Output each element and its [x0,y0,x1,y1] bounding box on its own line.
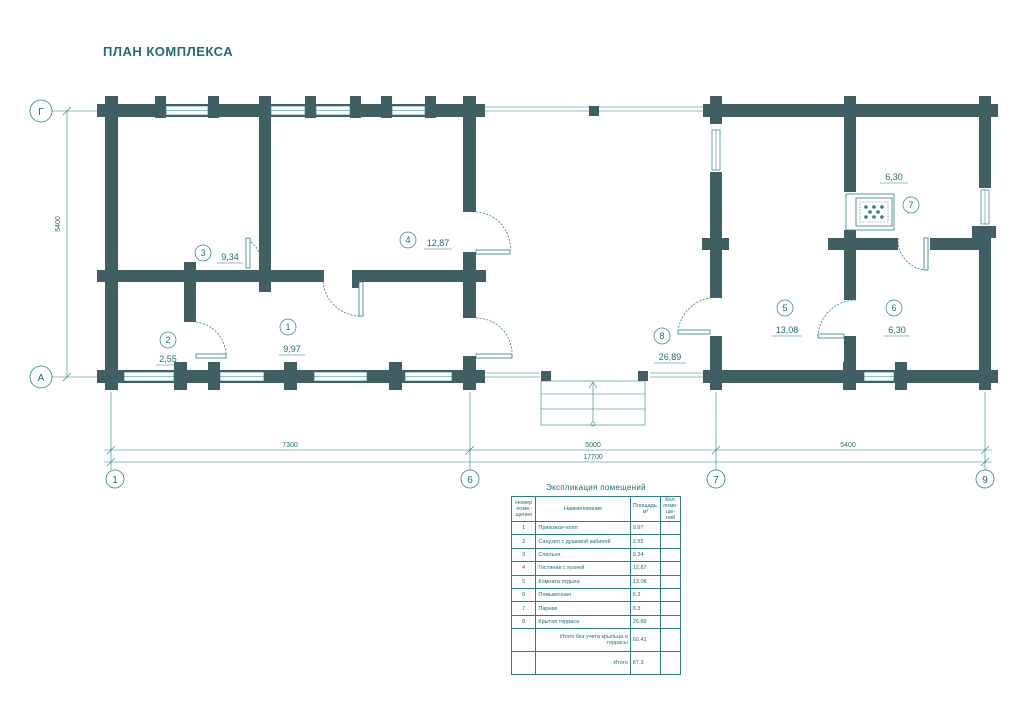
header-name: Наименование [535,496,631,522]
cell-qty [660,614,681,630]
cell-area: 9.34 [629,547,662,563]
table-total-row: Итого без учета крыльца и террасы 60.41 [510,628,681,653]
table-row: 7 Парная 6.3 [510,601,681,616]
header-qty: Кол. поме- ще- ний [660,496,681,522]
cell-qty [660,601,681,616]
axis-label-7: 7 [713,475,719,486]
room-number: 2 [165,335,170,345]
cell-area: 26.89 [629,614,662,630]
cell-area: 6.3 [629,601,662,616]
table-row: 6 Помывочная 6.3 [510,587,681,603]
cell-num: 1 [510,520,537,536]
room-number: 7 [908,200,913,210]
explication-table: Номер поме- щения Наименование Площадь, … [510,496,681,676]
cell-name: Гостиная с кухней [535,561,631,576]
cell-num: 8 [510,614,537,630]
window-glass-lines [124,110,986,377]
total-label: Итого [535,651,631,676]
cell-name: Парная [535,601,631,616]
cell-num: 5 [510,574,537,589]
axis-bubbles: Г А 1 6 7 9 [29,99,995,489]
total-without-terrace-value: 60.41 [629,628,662,653]
dim-seg3: 5400 [840,442,856,449]
room-number: 6 [891,303,896,313]
total-value: 87.3 [629,651,662,676]
room-number: 1 [285,322,290,332]
cell-num: 6 [510,587,537,603]
explication-title: Экспликация помещений [546,483,646,492]
cell-qty [660,547,681,563]
cell-area: 6.3 [629,587,662,603]
door-swings [195,211,929,357]
dim-seg2: 5000 [585,442,601,449]
room-number: 3 [200,248,205,258]
cell-num: 4 [510,561,537,576]
terrace-railing [478,106,707,378]
room-number: 5 [782,303,787,313]
cell-num: 3 [510,547,537,563]
page-title: ПЛАН КОМПЛЕКСА [103,44,234,59]
cell-name: Прихожая-холл [535,520,631,536]
axis-lines [52,106,992,470]
dim-seg1: 7300 [282,442,298,449]
room-labels: 1 9,97 2 2,55 3 9,34 4 12,87 5 13,08 6 6… [156,172,920,366]
cell-area: 13.08 [629,574,662,589]
axis-label-6: 6 [467,475,473,486]
cell-name: Помывочная [535,587,631,603]
room-area: 9,34 [221,252,239,262]
room-area: 13,08 [776,325,799,335]
axis-label-9: 9 [982,475,988,486]
cell-qty [660,587,681,603]
cell-area: 12.87 [629,561,662,576]
header-area: Площадь, м² [629,496,662,522]
cell-name: Санузел с душевой кабиной [535,534,631,549]
table-row: 4 Гостиная с кухней 12.87 [510,561,681,576]
axis-label-1: 1 [112,475,118,486]
explication: Экспликация помещений Номер поме- щения … [510,483,681,676]
room-number: 4 [405,235,410,245]
cell-area: 9.97 [629,520,662,536]
room-area: 2,55 [159,354,177,364]
dim-total: 17700 [583,454,603,461]
cell-name: Крытая терраса [535,614,631,630]
cell-area: 2.55 [629,534,662,549]
room-area: 6,30 [888,325,906,335]
entrance-steps [540,380,646,427]
cell-qty [660,520,681,536]
cell-name: Спальня [535,547,631,563]
table-row: 2 Санузел с душевой кабиной 2.55 [510,534,681,549]
door-leaves [195,237,929,359]
axis-label-a: А [38,373,45,384]
header-num: Номер поме- щения [510,496,537,522]
cell-num: 7 [510,601,537,616]
table-row: 1 Прихожая-холл 9.97 [510,520,681,536]
room-area: 6,30 [885,172,903,182]
table-header-row: Номер поме- щения Наименование Площадь, … [510,496,681,522]
cell-qty [660,534,681,549]
room-area: 12,87 [427,238,450,248]
cell-num: 2 [510,534,537,549]
total-without-terrace-label: Итого без учета крыльца и террасы [535,628,631,653]
cell-name: Комната отдыха [535,574,631,589]
table-row: 3 Спальня 9.34 [510,547,681,563]
table-total-row: Итого 87.3 [510,651,681,676]
cell-qty [660,574,681,589]
room-area: 26,89 [659,352,682,362]
room-number: 8 [659,331,664,341]
table-row: 8 Крытая терраса 26.89 [510,614,681,630]
axis-label-g: Г [38,107,44,118]
room-area: 9,97 [283,344,301,354]
sauna-stove [845,193,895,231]
cell-qty [660,561,681,576]
dim-vertical: 5400 [55,216,62,232]
walls [97,96,998,390]
table-row: 5 Комната отдыха 13.08 [510,574,681,589]
